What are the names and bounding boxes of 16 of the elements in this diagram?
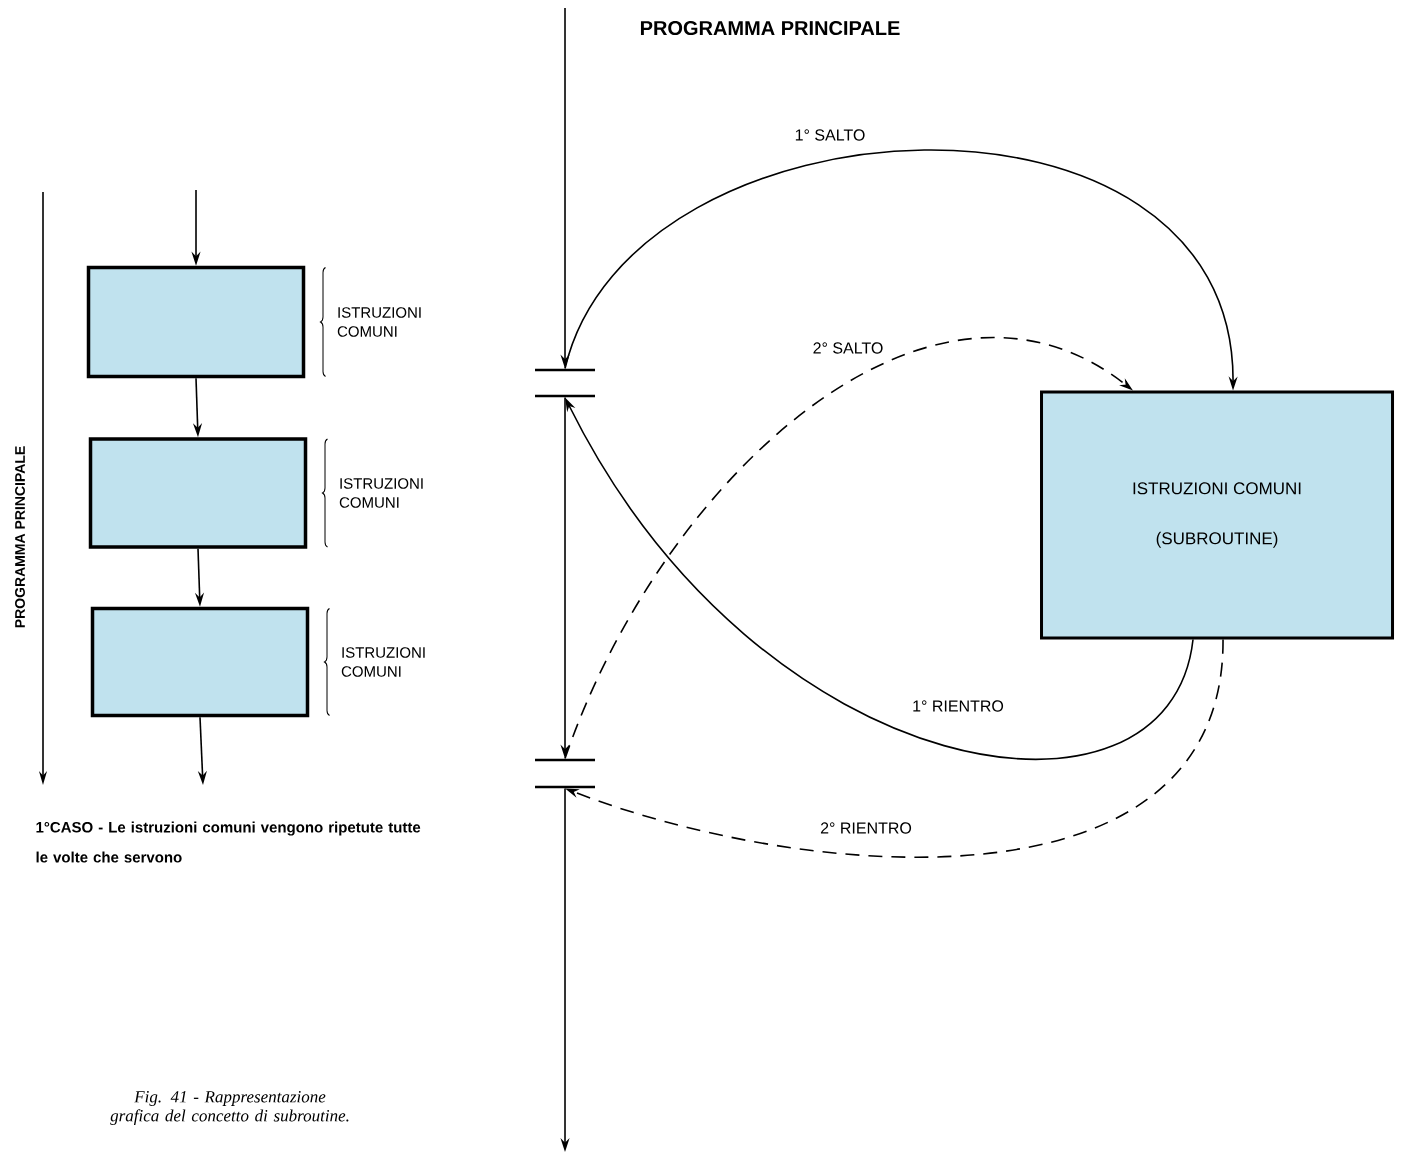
axis-label: PROGRAMMA PRINCIPALE [15,446,25,628]
caption: Fig. 41 - Rappresentazione grafica del concetto di subroutine. [110,1091,349,1125]
edge-label: 2° SALTO [810,340,886,356]
process-box: ISTRUZIONI COMUNI (SUBROUTINE) [1040,390,1394,640]
edge-label: 1° RIENTRO [910,698,1006,714]
side-label: ISTRUZIONI COMUNI [339,478,423,508]
case-note: 1°CASO - Le istruzioni comuni vengono ripetute tutte le volte che servono [36,821,421,863]
edge-label: 1° SALTO [792,127,868,143]
heading: PROGRAMMA PRINCIPALE [640,20,900,36]
side-label: ISTRUZIONI COMUNI [337,307,421,337]
edge-label: 2° RIENTRO [818,820,914,836]
process-box [86,265,306,379]
process-box [88,437,308,549]
break-bar [535,394,595,398]
process-box [90,606,310,718]
side-label: ISTRUZIONI COMUNI [341,647,425,677]
